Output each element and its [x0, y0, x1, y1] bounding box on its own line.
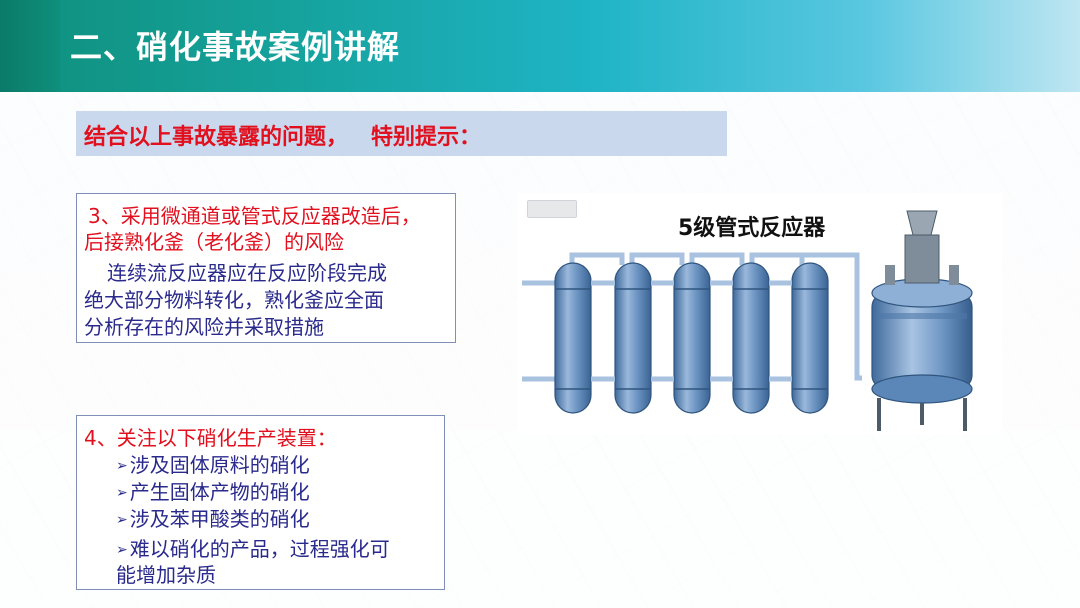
point-3-heading-line2: 后接熟化釜（老化釜）的风险 — [84, 230, 344, 254]
bullet-item-text: 产生固体产物的硝化 — [129, 480, 310, 504]
feed-pipe — [522, 280, 557, 382]
bullet-item: ➢涉及苯甲酸类的硝化 — [116, 506, 310, 534]
tubular-reactor-illustration-icon — [522, 210, 973, 431]
arrow-bullet-icon: ➢ — [116, 458, 128, 474]
arrow-bullet-icon: ➢ — [116, 485, 128, 501]
bullet-item-text: 涉及苯甲酸类的硝化 — [129, 507, 310, 531]
top-manifold — [569, 252, 805, 265]
bullet-item: ➢涉及固体原料的硝化 — [116, 452, 310, 480]
point-3-heading-line1: 3、采用微通道或管式反应器改造后， — [88, 204, 421, 228]
reactor-tube — [673, 262, 711, 414]
bullet-item: ➢难以硝化的产品，过程强化可 — [116, 536, 390, 564]
reactor-tubes — [554, 262, 829, 414]
figure-title: 5级管式反应器 — [678, 216, 826, 241]
highlight-banner-text: 结合以上事故暴露的问题， 特别提示： — [84, 125, 481, 150]
tube-flanges — [555, 288, 828, 390]
page-title: 二、硝化事故案例讲解 — [70, 28, 401, 66]
reactor-tube — [791, 262, 829, 414]
bullet-item-text: 难以硝化的产品，过程强化可 — [129, 537, 390, 561]
point-4-box — [76, 415, 445, 590]
bullet-item-text: 涉及固体原料的硝化 — [129, 453, 310, 477]
bullet-item-continuation: 能增加杂质 — [116, 563, 216, 587]
point-3-box — [76, 193, 456, 343]
point-3-body-line1: 连续流反应器应在反应阶段完成 — [107, 261, 387, 285]
arrow-bullet-icon: ➢ — [116, 512, 128, 528]
arrow-bullet-icon: ➢ — [116, 542, 128, 558]
point-3-body-line3: 分析存在的风险并采取措施 — [84, 315, 324, 339]
point-4-heading: 4、关注以下硝化生产装置： — [84, 426, 337, 450]
highlight-banner — [76, 111, 727, 156]
reactor-tube — [732, 262, 770, 414]
bullet-item: ➢产生固体产物的硝化 — [116, 479, 310, 507]
image-stamp-icon — [527, 200, 577, 218]
reactor-tube — [614, 262, 652, 414]
transfer-pipe — [802, 252, 862, 381]
aging-tank — [871, 210, 973, 431]
cross-pipes — [591, 280, 792, 382]
point-3-body-line2: 绝大部分物料转化，熟化釜应全面 — [84, 288, 384, 312]
title-bar-accent — [0, 0, 60, 92]
reactor-tube — [554, 262, 592, 414]
title-bar — [0, 0, 1080, 92]
